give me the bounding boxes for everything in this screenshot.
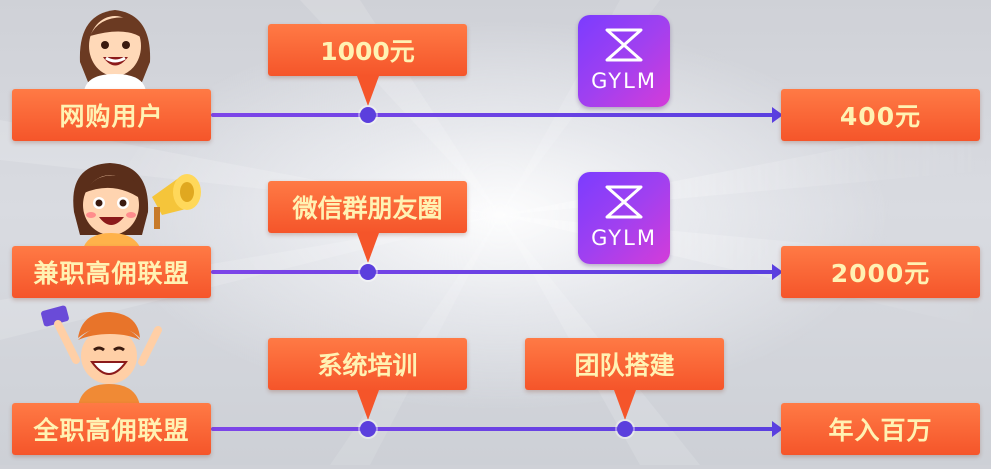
arrow-right-icon: [772, 107, 783, 123]
callout-team-building: 团队搭建: [525, 338, 724, 420]
callout-label: 系统培训: [317, 351, 418, 380]
row-label: 兼职高佣联盟: [12, 246, 211, 298]
arrow-right-icon: [772, 264, 783, 280]
callout-label: 微信群朋友圈: [292, 194, 443, 223]
track-dot: [617, 421, 633, 437]
man-with-phone-avatar: [41, 305, 162, 406]
flow-row-online-shopper: 1000元 GYLM 网购用户 400元: [0, 0, 991, 155]
woman-with-megaphone-avatar: [73, 163, 201, 252]
flow-track: [211, 113, 779, 117]
bowtie-icon: [605, 28, 643, 62]
row-result: 2000元: [781, 246, 980, 298]
row-label: 网购用户: [12, 89, 211, 141]
row-result: 400元: [781, 89, 980, 141]
track-dot: [360, 421, 376, 437]
callout-label: 1000元: [320, 37, 415, 66]
track-dot: [360, 264, 376, 280]
flow-track: [211, 270, 779, 274]
logo-text: GYLM: [591, 69, 657, 93]
track-dot: [360, 107, 376, 123]
flow-row-part-time: 微信群朋友圈 GYLM 兼职高佣联盟 2000元: [0, 157, 991, 312]
bowtie-icon: [605, 185, 643, 219]
row-result: 年入百万: [781, 403, 980, 455]
callout-label: 团队搭建: [574, 351, 675, 380]
callout-1000-yuan: 1000元: [268, 24, 467, 106]
flow-track: [211, 427, 779, 431]
gylm-logo: GYLM: [578, 172, 670, 264]
callout-wechat-groups: 微信群朋友圈: [268, 181, 467, 263]
gylm-logo: GYLM: [578, 15, 670, 107]
row-label: 全职高佣联盟: [12, 403, 211, 455]
flow-row-full-time: 系统培训 团队搭建 全职高佣联盟 年入百万: [0, 305, 991, 469]
girl-avatar: [79, 10, 151, 92]
callout-system-training: 系统培训: [268, 338, 467, 420]
logo-text: GYLM: [591, 226, 657, 250]
arrow-right-icon: [772, 421, 783, 437]
